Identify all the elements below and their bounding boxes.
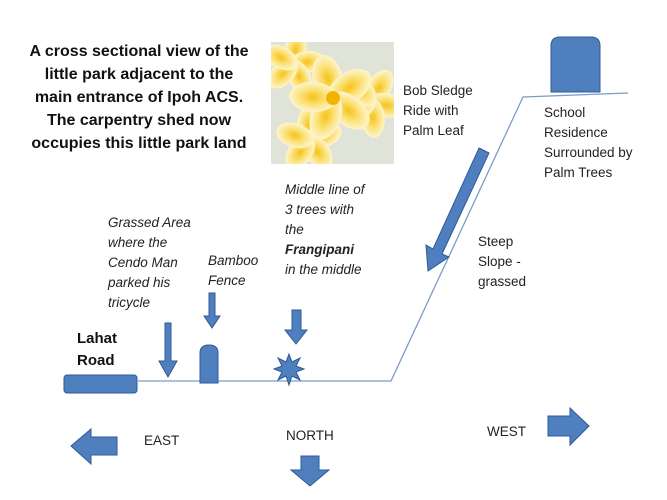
west-arrow-icon — [547, 406, 590, 447]
middle-line-label-pre: Middle line of 3 trees with the — [285, 182, 365, 237]
north-arrow-icon — [289, 455, 331, 487]
frangipani-photo — [271, 42, 394, 164]
middle-line-label: Middle line of 3 trees with the Frangipa… — [285, 180, 367, 280]
ground-profile-line — [138, 92, 629, 382]
north-label: NORTH — [286, 428, 334, 443]
steep-slope-label: Steep Slope - grassed — [478, 234, 527, 289]
grassed-area-arrow — [158, 322, 178, 379]
diagram-title: A cross sectional view of the little par… — [29, 43, 249, 152]
lahat-road-shape — [63, 374, 138, 394]
lahat-road-label: Lahat Road — [77, 330, 118, 369]
bob-sledge-arrow — [425, 147, 490, 272]
bamboo-fence-label: Bamboo Fence — [208, 253, 259, 288]
east-arrow-icon — [70, 427, 118, 466]
east-label: EAST — [144, 433, 180, 448]
middle-line-label-bold: Frangipani — [285, 242, 355, 257]
bamboo-fence-shape — [199, 344, 219, 384]
frangipani-tree-marker — [272, 352, 306, 387]
grassed-area-label: Grassed Area where the Cendo Man parked … — [108, 215, 191, 310]
school-residence-label: School Residence Surrounded by Palm Tree… — [544, 105, 633, 180]
middle-line-arrow — [283, 309, 309, 345]
west-label: WEST — [487, 424, 526, 439]
bob-sledge-label: Bob Sledge Ride with Palm Leaf — [403, 83, 473, 138]
bamboo-fence-arrow — [203, 292, 221, 329]
frangipani-flower-image — [271, 42, 394, 164]
middle-line-label-post: in the middle — [285, 262, 362, 277]
school-residence-shape — [550, 36, 601, 93]
